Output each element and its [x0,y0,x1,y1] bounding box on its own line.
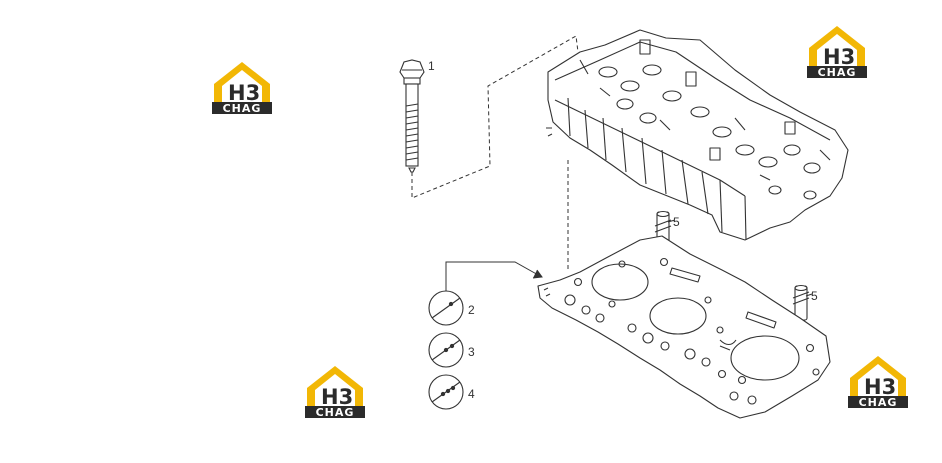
logo-mark: H3 [228,81,260,105]
callout-gasket-3: 3 [468,345,475,359]
logo-text: CHAG [818,66,857,79]
callout-bolt: 1 [428,59,435,73]
callout-dowel-upper: 5 [673,215,680,229]
head-bolt [399,59,425,173]
watermark-logo: H3 CHAG [303,362,367,420]
cylinder-head [546,29,849,241]
watermark-logo: H3 CHAG [805,22,869,80]
callout-dowel-lower: 5 [811,289,818,303]
logo-mark: H3 [864,375,896,399]
logo-text: CHAG [859,396,898,409]
selection-arrow [445,261,543,298]
logo-mark: H3 [321,385,353,409]
gasket-variant-4 [428,374,464,410]
dashed-leaders [411,35,579,270]
gasket-variant-3 [428,332,464,368]
callout-gasket-2: 2 [468,303,475,317]
dowel-pin-lower [792,284,813,321]
logo-mark: H3 [823,45,855,69]
watermark-logo: H3 CHAG [210,58,274,116]
gasket-variant-2 [428,290,464,326]
head-gasket [537,235,831,419]
logo-text: CHAG [316,406,355,419]
watermark-logo: H3 CHAG [846,352,910,410]
callout-gasket-4: 4 [468,387,475,401]
logo-text: CHAG [223,102,262,115]
